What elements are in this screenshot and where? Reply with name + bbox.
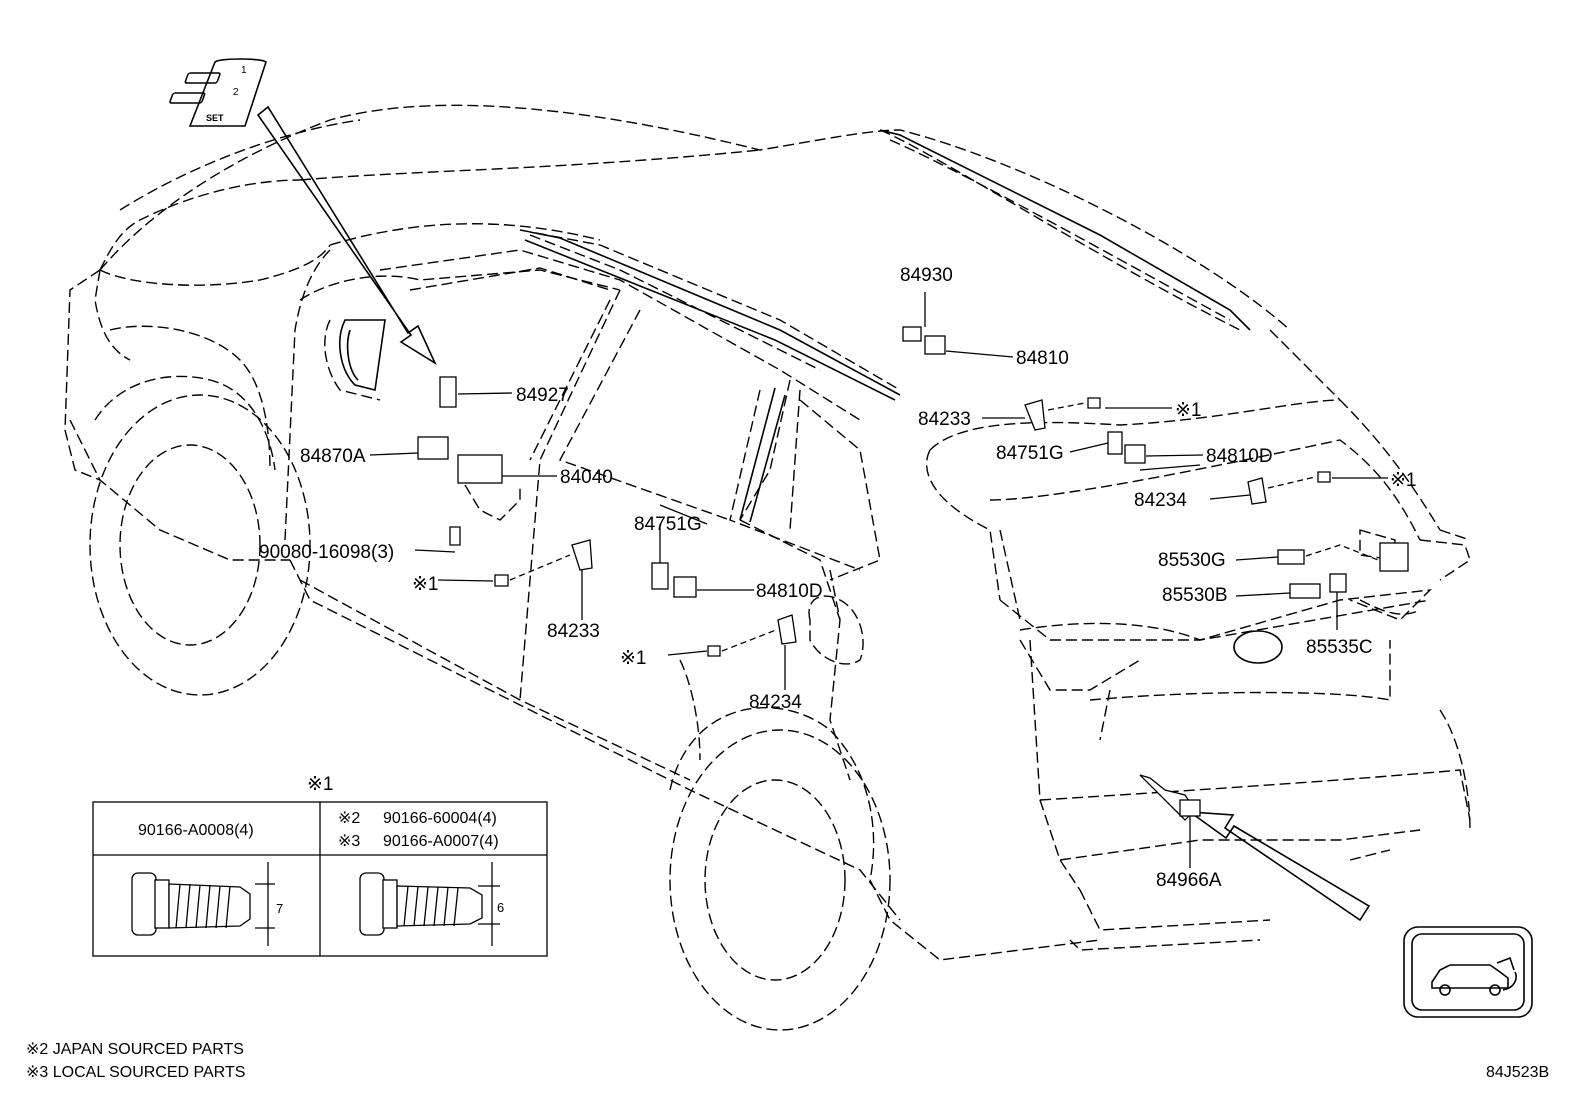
bolt-right-drawing: 6 xyxy=(359,862,504,946)
label-note1-top: ※1 xyxy=(1175,400,1202,421)
part-labels: 84930 84810 84927 84233 ※1 84751G 84810D… xyxy=(259,265,1417,891)
footnote-japan: ※2 JAPAN SOURCED PARTS xyxy=(26,1041,244,1058)
screw-left-shape xyxy=(494,574,509,587)
part-84234-bottom-shape xyxy=(777,614,797,645)
label-84927: 84927 xyxy=(516,385,569,406)
label-note1-left: ※1 xyxy=(412,574,439,595)
part-84966a-connector-shape xyxy=(1179,799,1201,817)
hatch-switch-shape xyxy=(1379,542,1409,572)
memory-set-label: SET xyxy=(206,113,224,123)
dim-left-value: 7 xyxy=(276,901,283,916)
label-84234-right: 84234 xyxy=(1134,490,1187,511)
label-84233-mid: 84233 xyxy=(547,621,600,642)
dim-right-value: 6 xyxy=(497,900,504,915)
bolt-left-drawing: 7 xyxy=(131,862,283,946)
part-84233-top-shape xyxy=(1024,399,1046,431)
part-84810-shape xyxy=(924,335,946,355)
screw-top-shape xyxy=(1087,397,1101,409)
label-note1-bottom: ※1 xyxy=(620,648,647,669)
label-84810d-mid: 84810D xyxy=(756,581,823,602)
vehicle-outline xyxy=(64,104,1471,1031)
label-84040: 84040 xyxy=(560,467,613,488)
part-90080-shape xyxy=(449,526,461,546)
label-84751g-top: 84751G xyxy=(996,443,1064,464)
fastener-table: ※1 90166-A0008(4) ※2 90166-60004(4) ※3 9… xyxy=(92,774,548,957)
part-84927-shape xyxy=(439,376,457,408)
label-85530g: 85530G xyxy=(1158,550,1226,571)
power-back-door-icon xyxy=(1431,956,1517,996)
part-84234-right-shape xyxy=(1247,477,1267,505)
label-84966a: 84966A xyxy=(1156,870,1222,891)
part-84233-mid-shape xyxy=(571,539,593,571)
footnotes: ※2 JAPAN SOURCED PARTS ※3 LOCAL SOURCED … xyxy=(26,1041,1549,1081)
label-85530b: 85530B xyxy=(1162,585,1228,606)
label-84870a: 84870A xyxy=(300,446,366,467)
label-84930: 84930 xyxy=(900,265,953,286)
table-mark-2: ※2 xyxy=(338,810,360,827)
part-84040-shape xyxy=(457,454,503,484)
table-right-part-number-3: 90166-A0007(4) xyxy=(383,833,499,850)
table-left-part-number: 90166-A0008(4) xyxy=(138,822,254,839)
memory-button-1-label: 1 xyxy=(241,65,247,76)
label-84751g-mid: 84751G xyxy=(634,514,702,535)
table-mark-3: ※3 xyxy=(338,833,360,850)
part-84751g-mid-shape xyxy=(651,562,669,590)
leader-lines xyxy=(369,292,1388,868)
label-84810: 84810 xyxy=(1016,348,1069,369)
part-84810d-mid-shape xyxy=(673,576,697,598)
part-85535c-shape xyxy=(1329,573,1347,593)
part-84751g-top-shape xyxy=(1107,431,1123,455)
label-90080-16098: 90080-16098(3) xyxy=(259,542,394,563)
screw-right-shape xyxy=(1317,471,1331,483)
seat-memory-switch-panel: 1 2 SET xyxy=(169,58,267,127)
label-note1-right: ※1 xyxy=(1390,470,1417,491)
part-85530b-shape xyxy=(1289,583,1321,599)
diagram-code: 84J523B xyxy=(1486,1064,1549,1081)
table-right-part-number-2: 90166-60004(4) xyxy=(383,810,497,827)
table-header-note: ※1 xyxy=(307,774,334,795)
label-84234-bottom: 84234 xyxy=(749,692,802,713)
back-door-icon-box xyxy=(1403,926,1533,1018)
parts-shapes xyxy=(417,326,1409,821)
part-85530g-shape xyxy=(1277,549,1305,565)
pointer-arrows xyxy=(256,105,1371,922)
memory-button-2-label: 2 xyxy=(233,87,239,98)
label-85535c: 85535C xyxy=(1306,637,1373,658)
footnote-local: ※3 LOCAL SOURCED PARTS xyxy=(26,1064,245,1081)
screw-bottom-shape xyxy=(707,645,721,657)
part-84930-shape xyxy=(902,326,922,342)
part-84810d-top-shape xyxy=(1124,444,1146,464)
part-84870a-shape xyxy=(417,436,449,460)
label-84810d-top: 84810D xyxy=(1206,446,1273,467)
label-84233-top: 84233 xyxy=(918,409,971,430)
